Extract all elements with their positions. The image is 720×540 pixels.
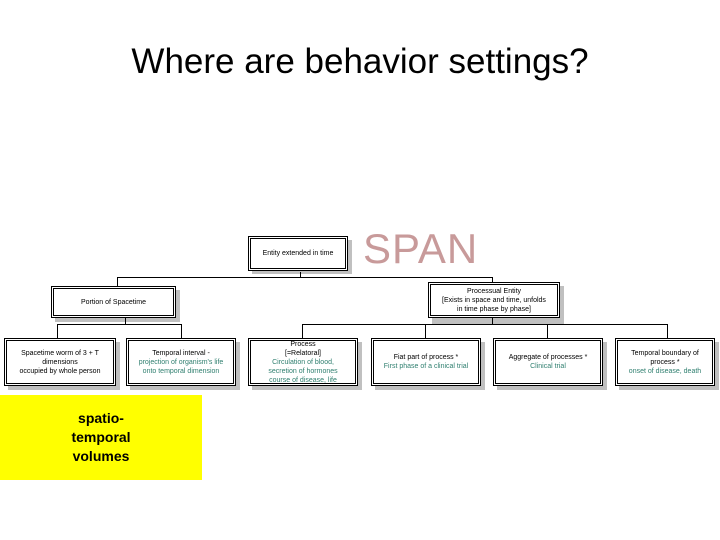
- connector-to-aggregate: [547, 324, 548, 338]
- node-aggregate-of-processes[interactable]: Aggregate of processes * Clinical trial: [493, 338, 603, 386]
- node-example-line-1: Circulation of blood,: [272, 358, 334, 366]
- yellow-callout-box[interactable]: spatio- temporal volumes: [0, 395, 202, 480]
- node-processual-entity[interactable]: Processual Entity [Exists in space and t…: [428, 282, 560, 318]
- connector-to-processual-entity: [492, 277, 493, 283]
- node-temporal-boundary-of-process[interactable]: Temporal boundary of process * onset of …: [615, 338, 715, 386]
- node-label-line-2: [Exists in space and time, unfolds: [442, 296, 546, 304]
- connector-level1-bus: [117, 277, 493, 278]
- node-example-line-1: First phase of a clinical trial: [383, 363, 469, 370]
- connector-to-temporal-interval: [181, 324, 182, 338]
- connector-to-process: [302, 324, 303, 338]
- page-title: Where are behavior settings?: [131, 42, 589, 81]
- callout-text: spatio- temporal volumes: [71, 409, 130, 466]
- node-example-line-3: course of disease, life: [269, 376, 337, 384]
- connector-level2-left-bus: [57, 324, 182, 325]
- node-label-line-1: Process: [290, 340, 316, 348]
- node-label: Entity extended in time: [262, 250, 334, 257]
- connector-level2-right-bus: [302, 324, 667, 325]
- node-entity-extended-in-time[interactable]: Entity extended in time: [248, 236, 348, 271]
- connector-processual-stem: [492, 318, 493, 324]
- node-label-line-1: Fiat part of process *: [393, 354, 459, 361]
- callout-line-1: spatio-: [78, 410, 124, 426]
- node-label-line-3: occupied by whole person: [19, 367, 101, 375]
- node-spacetime-worm[interactable]: Spacetime worm of 3 + T dimensions occup…: [4, 338, 116, 386]
- node-portion-of-spacetime[interactable]: Portion of Spacetime: [51, 286, 176, 318]
- node-label-line-1: Spacetime worm of 3 + T: [21, 349, 99, 357]
- node-example-line-2: secretion of hormones: [268, 367, 338, 375]
- node-label-line-2: [=Relatoral]: [285, 349, 321, 357]
- node-example-line-2: onto temporal dimension: [142, 367, 220, 375]
- connector-to-temporal-boundary: [667, 324, 668, 338]
- callout-line-3: volumes: [72, 448, 130, 464]
- node-label-line-1: Temporal boundary of: [631, 349, 699, 357]
- node-label-line-3: in time phase by phase]: [457, 305, 531, 313]
- node-temporal-interval[interactable]: Temporal interval - projection of organi…: [126, 338, 236, 386]
- connector-root-stem: [300, 272, 301, 278]
- node-process[interactable]: Process [=Relatoral] Circulation of bloo…: [248, 338, 358, 386]
- node-label-line-2: process *: [650, 358, 680, 366]
- node-label-line-1: Aggregate of processes *: [508, 354, 588, 361]
- connector-portion-stem: [125, 318, 126, 324]
- callout-line-2: temporal: [71, 429, 131, 445]
- connector-to-spacetime-worm: [57, 324, 58, 338]
- node-example-line-1: projection of organism's life: [138, 358, 224, 366]
- node-example-line-1: onset of disease, death: [628, 367, 702, 375]
- connector-to-fiat-part: [425, 324, 426, 338]
- node-label-line-1: Processual Entity: [466, 287, 522, 295]
- span-watermark-text: SPAN: [363, 225, 479, 272]
- node-label-line-2: dimensions: [42, 358, 78, 366]
- node-fiat-part-of-process[interactable]: Fiat part of process * First phase of a …: [371, 338, 481, 386]
- node-label-line-1: Temporal interval -: [152, 349, 210, 357]
- node-label: Portion of Spacetime: [81, 298, 146, 306]
- node-example-line-1: Clinical trial: [530, 363, 566, 370]
- connector-to-portion-of-spacetime: [117, 277, 118, 287]
